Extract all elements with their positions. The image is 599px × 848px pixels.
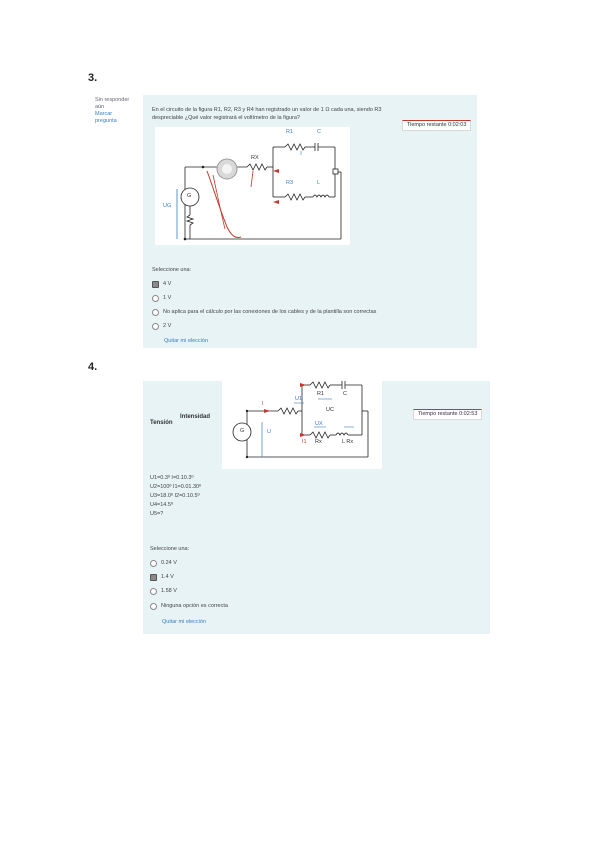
q3-option-3-label: 2 V — [163, 323, 172, 329]
flag-question-3-link[interactable]: Marcar pregunta — [95, 111, 117, 124]
q3-option-1-radio[interactable] — [152, 294, 159, 302]
label-ug: UG — [163, 203, 172, 209]
label-u1: U1 — [295, 396, 303, 402]
tension-header: Tensión — [150, 420, 173, 426]
label-g: G — [187, 193, 192, 199]
q4-option-3-radio[interactable] — [150, 602, 157, 610]
question-4-values: U1=0.3º I=0.10.3º U2=100º I1=0.01.30º U3… — [150, 474, 201, 519]
q3-option-3[interactable]: 2 V — [152, 322, 171, 330]
q4-option-0-radio[interactable] — [150, 559, 157, 567]
question-4-number: 4. — [88, 361, 98, 373]
value-line-2: U2=100º I1=0.01.30º — [150, 484, 202, 490]
value-line-4: U4=14.5º — [150, 502, 173, 508]
label-c: C — [317, 129, 321, 135]
q3-option-0[interactable]: 4 V — [152, 280, 171, 288]
label-i: I — [262, 401, 264, 407]
question-3-info: Sin responder aún Marcar pregunta — [95, 97, 135, 125]
q3-option-0-label: 4 V — [163, 281, 172, 287]
value-line-1: U1=0.3º I=0.10.3º — [150, 475, 194, 481]
label-l-rx: L Rx — [342, 439, 354, 445]
value-line-5: U5=? — [150, 511, 164, 517]
label-i1: I1 — [302, 439, 307, 445]
question-3-number: 3. — [88, 72, 98, 84]
question-4-circuit-diagram — [232, 381, 369, 459]
q4-option-1-label: 1.4 V — [161, 574, 174, 580]
question-3-select-label: Seleccione una: — [152, 267, 192, 273]
label-r3: R3 — [286, 180, 294, 186]
label-r1: R1 — [317, 391, 325, 397]
q4-option-2-label: 1.58 V — [161, 588, 177, 594]
q4-option-3-label: Ninguna opción es correcta — [161, 603, 228, 609]
question-4-circuit-figure: R1 C U1 UC UX U G Rx L Rx I I1 — [222, 377, 382, 469]
question-4-timer: Tiempo restante 0:02:53 — [413, 409, 483, 420]
q3-option-2[interactable]: No aplica para el cálculo por las conexi… — [152, 308, 376, 316]
intensity-header: Intensidad — [180, 414, 211, 420]
label-l: L — [317, 180, 321, 186]
q3-option-2-label: No aplica para el cálculo por las conexi… — [163, 309, 377, 315]
question-3-status: Sin responder aún — [95, 97, 130, 110]
question-3-clear-choice-link[interactable]: Quitar mi elección — [164, 338, 209, 344]
q3-option-1[interactable]: 1 V — [152, 294, 171, 302]
q3-option-0-radio[interactable] — [152, 280, 159, 288]
q4-option-2-radio[interactable] — [150, 587, 157, 595]
question-3-timer: Tiempo restante 0:02:03 — [402, 120, 472, 131]
q4-option-1-radio[interactable] — [150, 573, 157, 581]
q3-option-1-label: 1 V — [163, 295, 172, 301]
q4-option-3[interactable]: Ninguna opción es correcta — [150, 602, 228, 610]
question-3-text: En el circuito de la figura R1, R2, R3 y… — [152, 107, 382, 121]
label-ux: UX — [315, 421, 323, 427]
question-4-select-label: Seleccione una: — [150, 546, 190, 552]
q4-option-0[interactable]: 0.24 V — [150, 559, 177, 567]
q3-option-3-radio[interactable] — [152, 322, 159, 330]
q4-option-2[interactable]: 1.58 V — [150, 587, 177, 595]
q3-option-2-radio[interactable] — [152, 308, 159, 316]
label-uc: UC — [326, 407, 334, 413]
question-3-circuit-figure: R1 C RX R3 L UG G — [155, 127, 350, 245]
question-4-clear-choice-link[interactable]: Quitar mi elección — [162, 619, 207, 625]
question-3-circuit-diagram — [176, 143, 342, 241]
label-g: G — [240, 428, 245, 434]
value-line-3: U3=18.0º I2=0.10.5º — [150, 493, 200, 499]
label-r1: R1 — [286, 129, 294, 135]
label-u: U — [267, 429, 271, 435]
label-c: C — [343, 391, 347, 397]
q4-option-0-label: 0.24 V — [161, 560, 177, 566]
q4-option-1[interactable]: 1.4 V — [150, 573, 174, 581]
label-rx: RX — [251, 155, 259, 161]
label-rx: Rx — [315, 439, 322, 445]
